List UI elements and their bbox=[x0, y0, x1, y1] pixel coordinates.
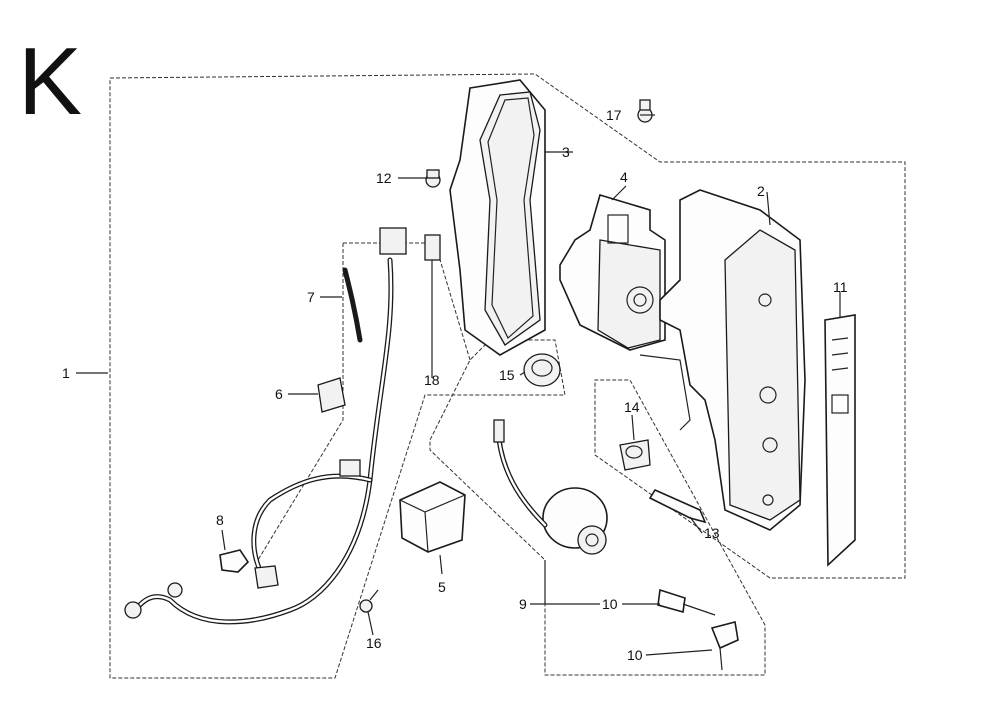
callout-5: 5 bbox=[438, 579, 446, 595]
label-plate-part bbox=[824, 314, 856, 567]
callout-17: 17 bbox=[606, 107, 622, 123]
callout-9: 9 bbox=[519, 596, 527, 612]
grommet-part bbox=[523, 353, 561, 387]
screw-12-part bbox=[425, 169, 441, 188]
leader-lines bbox=[76, 114, 841, 656]
callout-10b: 10 bbox=[627, 647, 643, 663]
callout-8: 8 bbox=[216, 512, 224, 528]
callout-2: 2 bbox=[757, 183, 765, 199]
callout-13: 13 bbox=[704, 525, 720, 541]
callout-15: 15 bbox=[499, 367, 515, 383]
bolt-16-part bbox=[359, 589, 379, 613]
ignition-switch-part bbox=[493, 419, 608, 555]
section-letter: K bbox=[18, 28, 82, 135]
callout-10a: 10 bbox=[602, 596, 618, 612]
callout-16: 16 bbox=[366, 635, 382, 651]
callout-18: 18 bbox=[424, 372, 440, 388]
callout-1: 1 bbox=[62, 365, 70, 381]
callout-11: 11 bbox=[833, 279, 848, 295]
callout-14: 14 bbox=[624, 399, 640, 415]
key-part-lower bbox=[710, 621, 739, 671]
cover-part bbox=[449, 79, 546, 356]
callout-labels: 1 2 3 4 5 6 7 8 9 10 10 11 12 13 14 15 1… bbox=[62, 107, 848, 663]
control-box-part bbox=[399, 481, 466, 553]
rubber-mount-part bbox=[619, 439, 651, 471]
callout-4: 4 bbox=[620, 169, 628, 185]
clamp-part bbox=[219, 549, 250, 573]
wire-harness-part bbox=[124, 227, 407, 625]
callout-7: 7 bbox=[307, 289, 315, 305]
relay-block-part bbox=[317, 377, 346, 413]
connector-part bbox=[424, 234, 441, 285]
clip-part bbox=[648, 488, 707, 524]
callout-12: 12 bbox=[376, 170, 392, 186]
key-part-upper bbox=[657, 588, 716, 616]
callout-6: 6 bbox=[275, 386, 283, 402]
callout-3: 3 bbox=[562, 144, 570, 160]
bracket-part bbox=[559, 194, 666, 351]
panel-housing-part bbox=[639, 189, 806, 531]
bolt-17-part bbox=[637, 99, 653, 123]
